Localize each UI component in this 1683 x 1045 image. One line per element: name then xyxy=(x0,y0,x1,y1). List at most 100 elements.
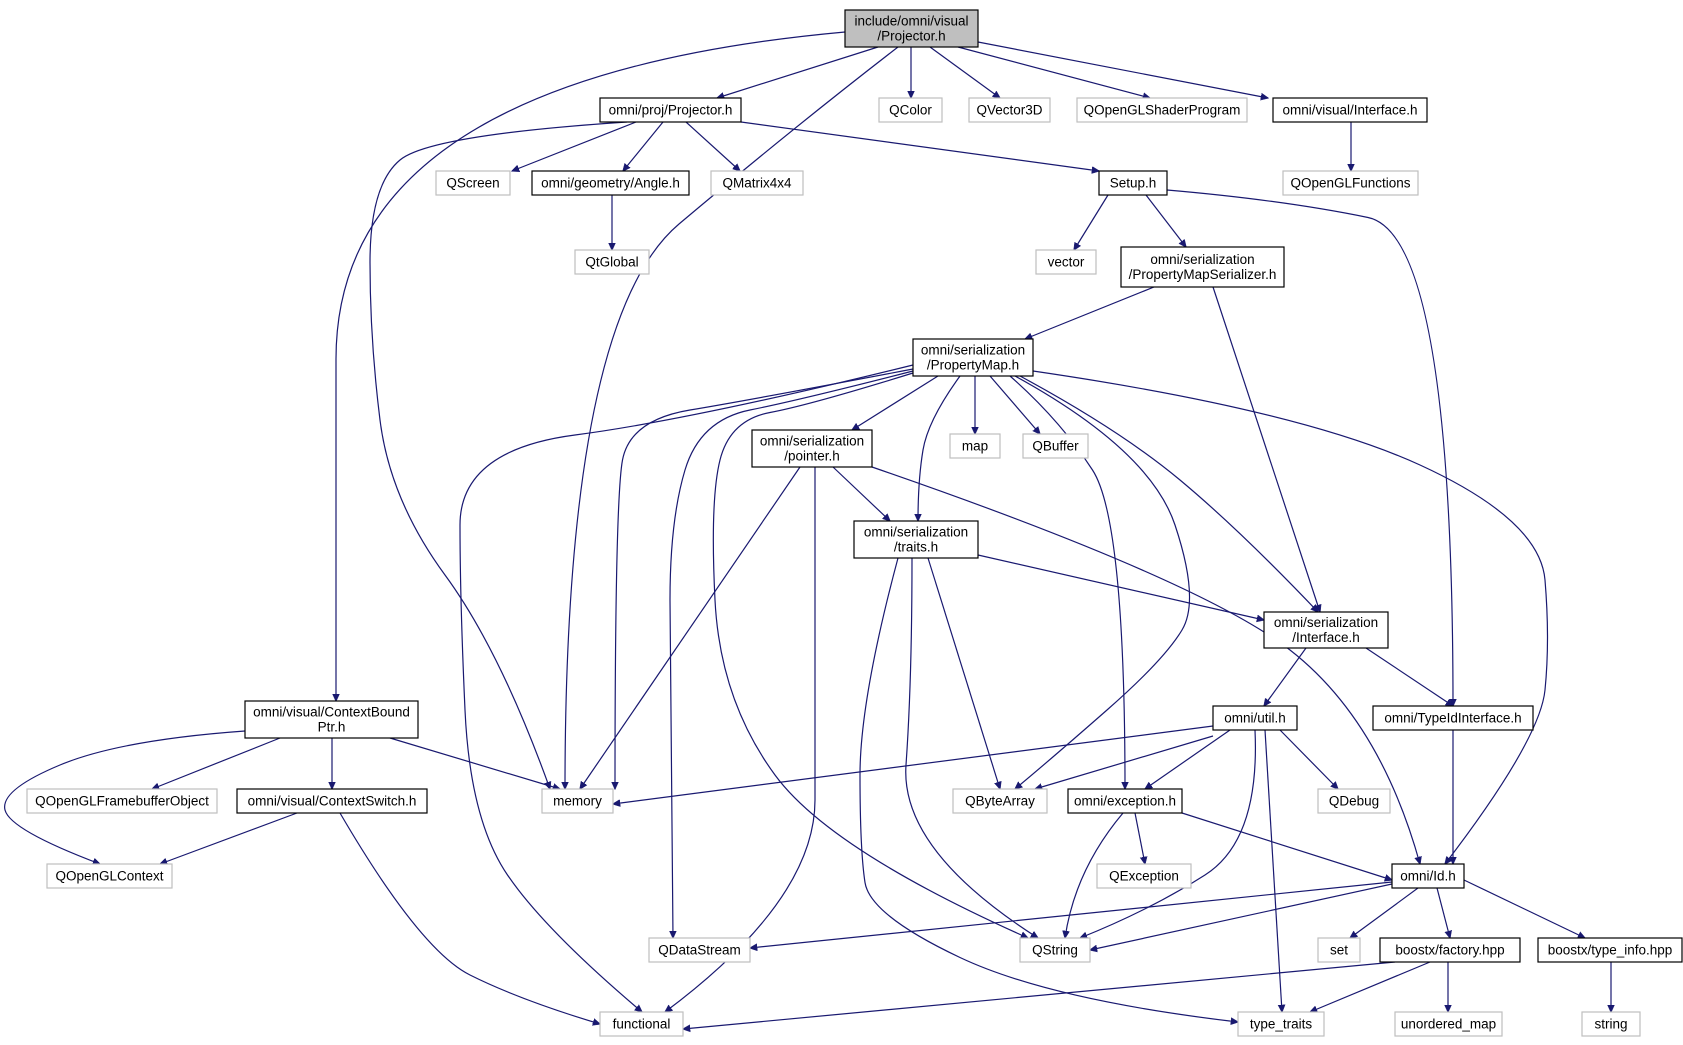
node-label: omni/serialization xyxy=(864,525,968,540)
edge-pm-to-exc xyxy=(1009,375,1125,789)
node-label: QOpenGLFunctions xyxy=(1290,176,1410,191)
node-label: omni/visual/Interface.h xyxy=(1282,103,1417,118)
node-label: QException xyxy=(1109,869,1179,884)
edge-pm-to-traits xyxy=(918,375,961,521)
node-ctxswitch[interactable]: omni/visual/ContextSwitch.h xyxy=(236,788,428,814)
node-qdatastream: QDataStream xyxy=(648,937,751,963)
node-box xyxy=(435,170,511,196)
edge-pm-to-seriface xyxy=(1019,375,1318,612)
node-traits[interactable]: omni/serialization/traits.h xyxy=(853,520,979,559)
node-exc[interactable]: omni/exception.h xyxy=(1067,788,1183,814)
node-pmser[interactable]: omni/serialization/PropertyMapSerializer… xyxy=(1120,246,1285,288)
node-label: /PropertyMap.h xyxy=(927,358,1019,373)
node-functional: functional xyxy=(599,1011,684,1037)
edge-pmser-to-seriface xyxy=(1212,286,1320,612)
edge-seriface-to-util xyxy=(1264,647,1307,706)
edge-idh-to-qdatastream xyxy=(750,881,1393,948)
node-qdebug: QDebug xyxy=(1317,788,1391,814)
node-label: omni/util.h xyxy=(1224,711,1286,726)
edge-idh-to-typeinfo xyxy=(1463,879,1585,938)
edge-idh-to-qstring xyxy=(1090,883,1393,950)
node-ptr[interactable]: omni/serialization/pointer.h xyxy=(751,429,873,468)
edge-exc-to-qexception xyxy=(1134,812,1145,864)
node-qshader: QOpenGLShaderProgram xyxy=(1076,97,1248,123)
edge-pm-to-functional xyxy=(459,364,914,1012)
node-label: omni/TypeIdInterface.h xyxy=(1384,711,1521,726)
node-typeid[interactable]: omni/TypeIdInterface.h xyxy=(1372,705,1534,731)
node-qbuffer: QBuffer xyxy=(1022,433,1089,459)
node-box xyxy=(599,97,742,123)
edge-pm-to-qbuffer xyxy=(989,375,1040,434)
node-box xyxy=(1282,170,1419,196)
edge-projh-to-memory xyxy=(369,121,628,789)
node-label: omni/Id.h xyxy=(1400,869,1456,884)
node-box xyxy=(844,9,979,48)
node-pm[interactable]: omni/serialization/PropertyMap.h xyxy=(912,338,1034,377)
node-box xyxy=(853,520,979,559)
edge-root-to-visiface xyxy=(977,41,1268,98)
node-label: omni/geometry/Angle.h xyxy=(541,176,680,191)
node-box xyxy=(1096,863,1192,889)
edge-root-to-cbp xyxy=(336,31,846,701)
node-typeinfo[interactable]: boostx/type_info.hpp xyxy=(1537,937,1683,963)
edge-root-to-qvector3d xyxy=(929,46,1000,98)
node-box xyxy=(1272,97,1428,123)
node-angle[interactable]: omni/geometry/Angle.h xyxy=(531,170,690,196)
edge-pm-to-qdatastream xyxy=(670,370,914,938)
node-label: include/omni/visual xyxy=(854,14,968,29)
edge-ctxswitch-to-qglctx xyxy=(160,812,298,864)
node-box xyxy=(541,788,614,814)
node-box xyxy=(1035,249,1097,275)
edge-ptr-to-traits xyxy=(832,466,890,521)
edge-factory-to-typetraits xyxy=(1310,961,1431,1012)
edge-root-to-memory xyxy=(565,46,899,789)
node-box xyxy=(574,249,650,275)
node-label: omni/serialization xyxy=(921,343,1025,358)
node-box xyxy=(599,1011,684,1037)
node-qscreen: QScreen xyxy=(435,170,511,196)
node-qvector3d: QVector3D xyxy=(968,97,1051,123)
node-box xyxy=(1372,705,1534,731)
node-setup[interactable]: Setup.h xyxy=(1098,170,1168,196)
edge-ptr-to-functional xyxy=(665,467,816,1012)
node-idh[interactable]: omni/Id.h xyxy=(1391,863,1465,889)
node-projh[interactable]: omni/proj/Projector.h xyxy=(599,97,742,123)
node-label: QScreen xyxy=(446,176,499,191)
node-box xyxy=(1391,863,1465,889)
node-label: functional xyxy=(613,1017,671,1032)
edge-traits-to-qbytearray xyxy=(927,557,1000,789)
node-label: /Interface.h xyxy=(1292,630,1360,645)
node-typetraits: type_traits xyxy=(1237,1011,1325,1037)
node-box xyxy=(648,937,751,963)
edge-setup-to-typeid xyxy=(1166,189,1453,706)
edge-pmser-to-pm xyxy=(1025,286,1155,339)
node-util[interactable]: omni/util.h xyxy=(1212,705,1298,731)
edge-idh-to-set xyxy=(1350,887,1419,938)
edge-root-to-qshader xyxy=(957,46,1150,98)
node-vector: vector xyxy=(1035,249,1097,275)
node-factory[interactable]: boostx/factory.hpp xyxy=(1379,937,1521,963)
node-box xyxy=(1394,1011,1503,1037)
node-qstring: QString xyxy=(1019,937,1091,963)
node-seriface[interactable]: omni/serialization/Interface.h xyxy=(1263,611,1389,649)
edge-cbp-to-qfbo xyxy=(152,737,281,789)
edge-exc-to-idh xyxy=(1181,812,1392,880)
edge-setup-to-pmser xyxy=(1145,194,1186,247)
node-visiface[interactable]: omni/visual/Interface.h xyxy=(1272,97,1428,123)
node-label: QMatrix4x4 xyxy=(722,176,792,191)
edge-traits-to-typetraits xyxy=(859,557,1238,1022)
node-box xyxy=(26,788,218,814)
node-root[interactable]: include/omni/visual/Projector.h xyxy=(844,9,979,48)
node-label: /pointer.h xyxy=(784,449,840,464)
node-qexception: QException xyxy=(1096,863,1192,889)
edge-pm-to-qstring xyxy=(712,372,1028,938)
edge-idh-to-factory xyxy=(1436,887,1450,938)
node-label: /Projector.h xyxy=(877,29,945,44)
node-box xyxy=(46,863,173,889)
edge-projh-to-qmatrix xyxy=(685,121,740,171)
node-box xyxy=(751,429,873,468)
node-unordered: unordered_map xyxy=(1394,1011,1503,1037)
node-qglfunc: QOpenGLFunctions xyxy=(1282,170,1419,196)
